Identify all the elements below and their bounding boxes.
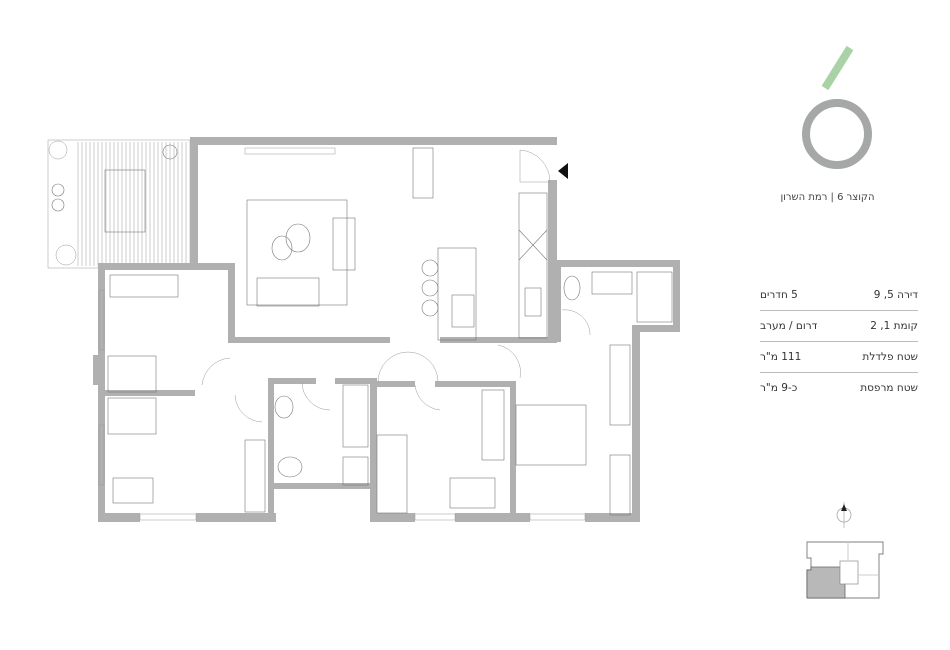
keyplan-unit-highlight — [806, 566, 846, 599]
shower — [636, 271, 673, 323]
living-rug — [246, 199, 348, 306]
entrance-arrow-icon — [558, 163, 568, 179]
kitchen-sink — [524, 287, 542, 317]
spec-value: דרום / מערב — [760, 320, 818, 332]
kitchen-counter — [518, 192, 548, 339]
project-address: הקוצר 6 | רמת השרון — [780, 192, 875, 203]
double-sink — [591, 271, 633, 295]
bed — [107, 397, 157, 435]
spec-label: דירה 5, 9 — [873, 289, 918, 301]
plant-icon — [51, 183, 65, 197]
sofa — [256, 277, 320, 307]
bed — [376, 434, 408, 514]
wardrobe — [109, 274, 179, 298]
bed — [107, 355, 157, 393]
project-logo — [802, 45, 872, 169]
desk — [112, 477, 154, 504]
spec-label: קומת 1, 2 — [870, 320, 918, 332]
wardrobe — [609, 344, 631, 426]
cooktop — [451, 294, 475, 328]
north-compass-icon — [836, 502, 852, 528]
spec-label: שטח פלדלת — [862, 351, 918, 363]
plant-icon — [162, 144, 178, 160]
spec-value: 111 מ"ר — [760, 351, 802, 363]
spec-row-apartment: דירה 5, 9 5 חדרים — [760, 280, 918, 311]
terrace-table — [104, 169, 146, 233]
doors — [201, 149, 591, 423]
walls — [93, 137, 680, 522]
spec-value: 5 חדרים — [760, 289, 798, 301]
plant-icon — [51, 198, 65, 212]
building-key-plan — [806, 541, 884, 599]
windows — [98, 147, 586, 521]
spec-value: כ-9 מ"ר — [760, 382, 798, 394]
double-bed — [515, 404, 587, 466]
spec-row-area: שטח פלדלת 111 מ"ר — [760, 342, 918, 373]
logo-accent-mark — [821, 45, 854, 91]
logo-ring — [802, 99, 872, 169]
plant-icon — [55, 244, 77, 266]
armchair — [332, 217, 356, 271]
wardrobe — [481, 389, 505, 461]
shower — [342, 456, 369, 486]
desk — [449, 477, 496, 509]
kitchen-island — [437, 247, 477, 341]
bathtub — [342, 384, 369, 448]
wardrobe — [244, 439, 266, 513]
plant-icon — [48, 140, 68, 160]
spec-label: שטח מרפסת — [860, 382, 918, 394]
sink — [274, 395, 294, 419]
spec-row-floor: קומת 1, 2 דרום / מערב — [760, 311, 918, 342]
toilet — [277, 456, 303, 478]
wardrobe — [609, 454, 631, 516]
terrace — [47, 139, 191, 269]
toilet — [563, 275, 581, 301]
apartment-specs: דירה 5, 9 5 חדרים קומת 1, 2 דרום / מערב שט… — [760, 280, 918, 403]
spec-row-balcony: שטח מרפסת כ-9 מ"ר — [760, 373, 918, 403]
furniture — [107, 147, 673, 516]
dining-table — [412, 147, 434, 199]
